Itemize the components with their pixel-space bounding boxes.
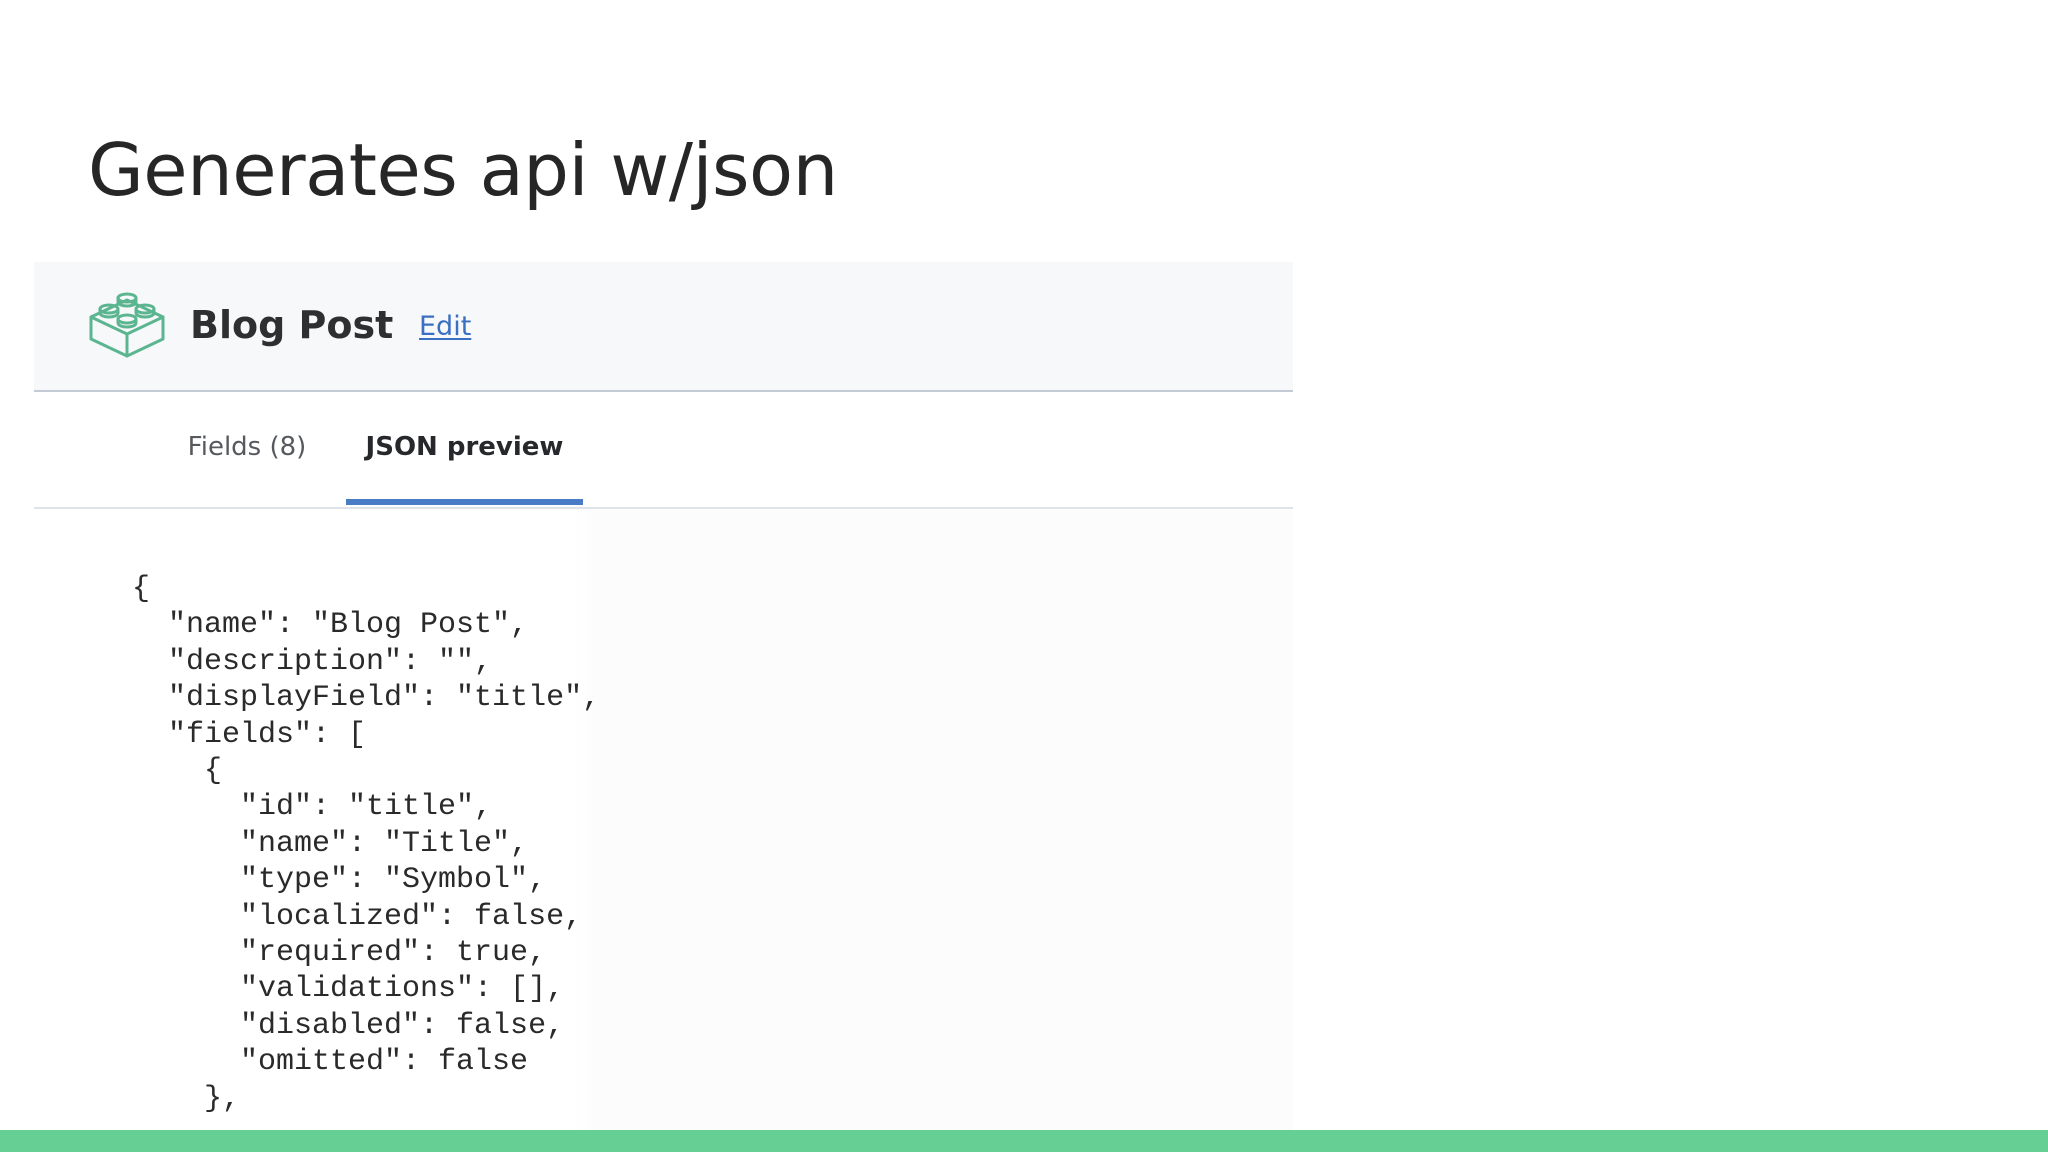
json-preview-area: { "name": "Blog Post", "description": ""… xyxy=(34,509,1293,1130)
content-type-name: Blog Post xyxy=(190,303,394,347)
slide-title: Generates api w/json xyxy=(88,128,838,212)
tab-bar: Fields (8) JSON preview xyxy=(34,392,1293,509)
edit-link[interactable]: Edit xyxy=(419,311,472,342)
active-tab-indicator xyxy=(346,499,583,505)
accent-bar xyxy=(0,1130,2048,1152)
json-preview-code: { "name": "Blog Post", "description": ""… xyxy=(132,572,601,1116)
content-type-header: Blog Post Edit xyxy=(34,262,1293,392)
lego-brick-icon xyxy=(89,292,165,358)
tab-json-preview[interactable]: JSON preview xyxy=(365,432,564,462)
content-type-panel: Blog Post Edit Fields (8) JSON preview {… xyxy=(34,262,1293,1130)
tab-fields[interactable]: Fields (8) xyxy=(187,432,307,462)
